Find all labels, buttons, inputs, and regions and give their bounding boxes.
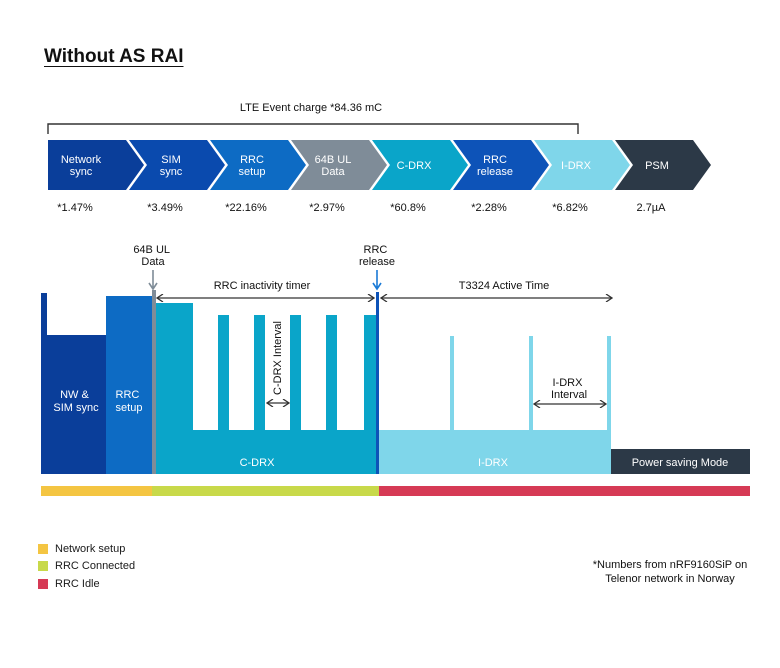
legend-swatch-network-setup xyxy=(38,543,48,554)
ul-data-marker-label: 64B UL Data xyxy=(133,244,172,268)
legend-label: Network setup xyxy=(55,542,126,555)
legend-label: RRC Connected xyxy=(55,560,136,573)
legend-item: RRC Idle xyxy=(38,575,135,593)
t3324-label: T3324 Active Time xyxy=(459,280,550,292)
footnote-line: *Numbers from nRF9160SiP on xyxy=(592,559,748,571)
phase-chevron xyxy=(372,140,468,190)
rrc-release-marker-label: RRC release xyxy=(359,244,395,268)
footnote: *Numbers from nRF9160SiP on Telenor netw… xyxy=(585,558,755,586)
phase-value: *22.16% xyxy=(225,202,267,214)
idrx-pulse xyxy=(607,336,611,431)
legend: Network setup RRC Connected RRC Idle xyxy=(38,540,135,593)
phase-value: *6.82% xyxy=(552,202,588,214)
idrx-base-block xyxy=(379,430,611,474)
footnote-line: Telenor network in Norway xyxy=(605,573,735,585)
cdrx-base-block xyxy=(193,430,376,474)
cdrx-pulse xyxy=(364,315,376,431)
timeline-blocks xyxy=(41,290,750,474)
phase-value: 2.7µA xyxy=(637,202,667,214)
ul-data-block xyxy=(152,290,156,474)
nw-sim-label: NW & SIM sync xyxy=(53,389,99,414)
phase-label: C-DRX xyxy=(397,160,432,172)
phase-chevron xyxy=(48,140,144,190)
phase-chevron xyxy=(615,140,711,190)
legend-swatch-rrc-idle xyxy=(38,578,48,589)
ul-data-marker-arrow xyxy=(148,270,158,291)
phase-value: *2.97% xyxy=(309,202,345,214)
rrc-setup-label: RRC setup xyxy=(116,389,143,414)
cdrx-interval-label: C-DRX Interval xyxy=(272,321,284,395)
cdrx-rise-block xyxy=(156,303,193,474)
legend-item: Network setup xyxy=(38,540,135,558)
rrc-release-block xyxy=(376,292,379,474)
phase-chevron xyxy=(534,140,630,190)
idrx-pulse xyxy=(529,336,533,431)
phase-value: *1.47% xyxy=(57,202,93,214)
state-bar-rrc-idle xyxy=(379,486,750,496)
psm-block-label: Power saving Mode xyxy=(632,457,729,469)
page-title: Without AS RAI xyxy=(44,46,184,67)
idrx-pulse xyxy=(450,336,454,431)
phase-value: *60.8% xyxy=(390,202,426,214)
charge-label: LTE Event charge *84.36 mC xyxy=(240,102,382,114)
phase-chevron xyxy=(453,140,549,190)
phase-value: *3.49% xyxy=(147,202,183,214)
state-bar-rrc-connected xyxy=(152,486,379,496)
phase-value: *2.28% xyxy=(471,202,507,214)
phase-chevron xyxy=(129,140,225,190)
psm-block xyxy=(611,449,750,474)
cdrx-pulse xyxy=(326,315,337,431)
nw-sim-sync-block xyxy=(47,335,106,474)
cdrx-pulse xyxy=(218,315,229,431)
legend-label: RRC Idle xyxy=(55,577,100,590)
idrx-block-label: I-DRX xyxy=(478,457,509,469)
charge-bracket xyxy=(47,123,579,134)
idrx-interval-label: I-DRX Interval xyxy=(551,377,587,401)
cdrx-pulse xyxy=(254,315,265,431)
phase-chevron xyxy=(291,140,387,190)
phase-chevron xyxy=(210,140,306,190)
cdrx-block-label: C-DRX xyxy=(240,457,275,469)
nw-sim-sync-spike xyxy=(41,293,47,474)
legend-item: RRC Connected xyxy=(38,558,135,576)
rrc-setup-block xyxy=(106,296,152,474)
legend-swatch-rrc-connected xyxy=(38,561,48,572)
state-bar-network-setup xyxy=(41,486,152,496)
phase-label: I-DRX xyxy=(561,160,592,172)
phase-label: PSM xyxy=(645,160,669,172)
rrc-release-marker-arrow xyxy=(372,270,382,291)
rrc-inactivity-label: RRC inactivity timer xyxy=(214,280,311,292)
cdrx-pulse xyxy=(290,315,301,431)
